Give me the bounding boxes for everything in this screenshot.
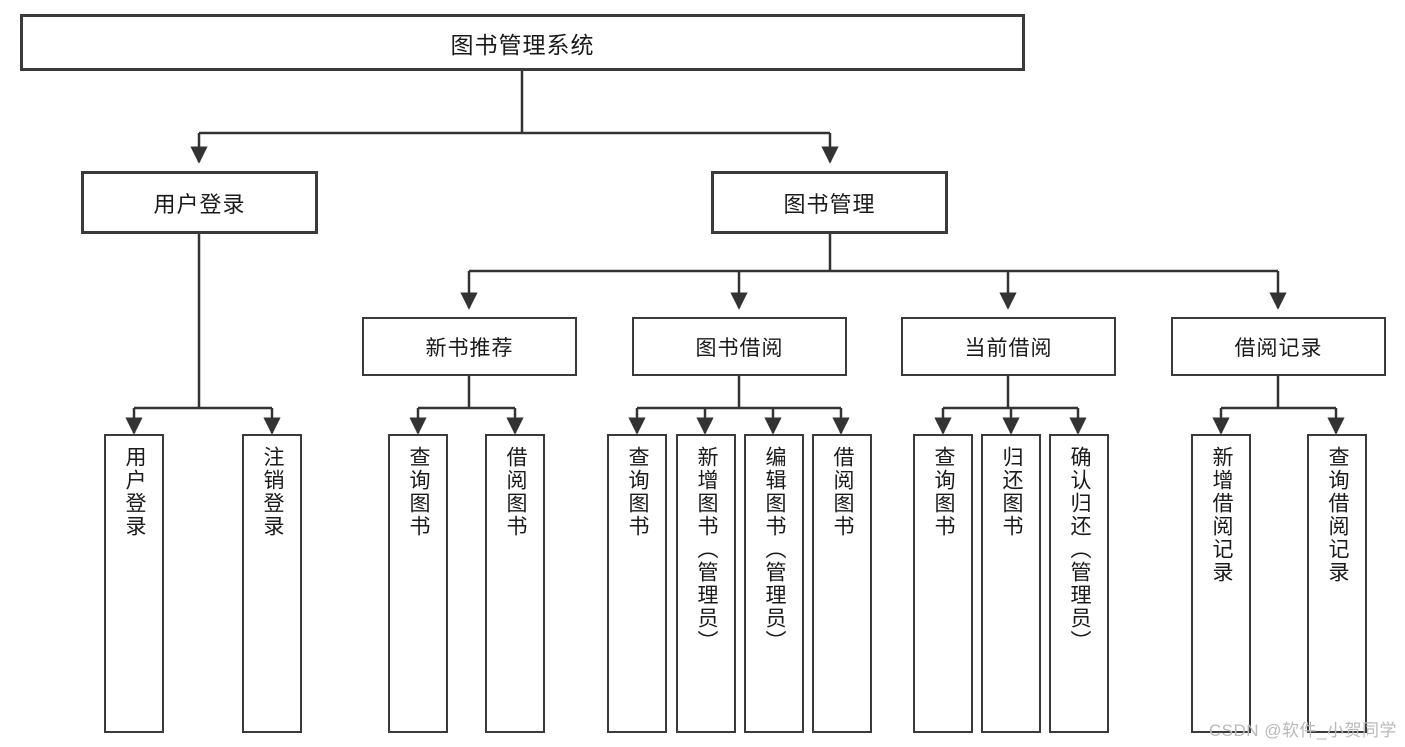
node-leaf-query-book-3[interactable]: 查询图书 (913, 434, 973, 733)
node-leaf-edit-book-label: 编辑图书（管理员） (763, 446, 787, 653)
node-leaf-query-book-1-label: 查询图书 (407, 446, 431, 538)
node-leaf-query-record-label: 查询借阅记录 (1326, 446, 1350, 584)
node-leaf-query-record[interactable]: 查询借阅记录 (1307, 434, 1367, 733)
node-leaf-borrow-book-1-label: 借阅图书 (504, 446, 528, 538)
node-root-label: 图书管理系统 (450, 31, 595, 58)
node-root[interactable]: 图书管理系统 (20, 14, 1025, 71)
node-leaf-borrow-book-1[interactable]: 借阅图书 (485, 434, 545, 733)
node-leaf-add-book[interactable]: 新增图书（管理员） (676, 434, 736, 733)
node-current-borrow-label: 当前借阅 (964, 336, 1053, 360)
node-new-book-rec-label: 新书推荐 (425, 336, 514, 360)
node-borrow-record-label: 借阅记录 (1234, 336, 1323, 360)
node-book-manage[interactable]: 图书管理 (711, 171, 948, 234)
node-leaf-user-login[interactable]: 用户登录 (104, 434, 164, 733)
node-leaf-add-record[interactable]: 新增借阅记录 (1191, 434, 1251, 733)
node-leaf-query-book-2[interactable]: 查询图书 (607, 434, 667, 733)
node-user-login[interactable]: 用户登录 (81, 171, 318, 234)
node-leaf-logout-label: 注销登录 (261, 446, 285, 538)
node-leaf-return-book[interactable]: 归还图书 (981, 434, 1041, 733)
node-leaf-add-record-label: 新增借阅记录 (1210, 446, 1234, 584)
node-current-borrow[interactable]: 当前借阅 (901, 317, 1116, 376)
csdn-watermark: CSDN @软件_小贺同学 (1208, 721, 1397, 740)
node-book-borrow[interactable]: 图书借阅 (632, 317, 847, 376)
node-leaf-edit-book[interactable]: 编辑图书（管理员） (744, 434, 804, 733)
node-leaf-user-login-label: 用户登录 (123, 446, 147, 538)
node-user-login-label: 用户登录 (153, 191, 246, 217)
node-leaf-query-book-3-label: 查询图书 (932, 446, 956, 538)
node-book-manage-label: 图书管理 (783, 191, 876, 217)
node-leaf-return-book-label: 归还图书 (1000, 446, 1024, 538)
node-borrow-record[interactable]: 借阅记录 (1171, 317, 1386, 376)
node-leaf-query-book-2-label: 查询图书 (626, 446, 650, 538)
node-leaf-confirm-return-label: 确认归还（管理员） (1068, 446, 1092, 653)
node-leaf-borrow-book-2-label: 借阅图书 (831, 446, 855, 538)
node-leaf-borrow-book-2[interactable]: 借阅图书 (812, 434, 872, 733)
node-leaf-query-book-1[interactable]: 查询图书 (388, 434, 448, 733)
node-leaf-confirm-return[interactable]: 确认归还（管理员） (1049, 434, 1109, 733)
node-leaf-logout[interactable]: 注销登录 (242, 434, 302, 733)
node-leaf-add-book-label: 新增图书（管理员） (695, 446, 719, 653)
node-new-book-rec[interactable]: 新书推荐 (362, 317, 577, 376)
node-book-borrow-label: 图书借阅 (695, 336, 784, 360)
